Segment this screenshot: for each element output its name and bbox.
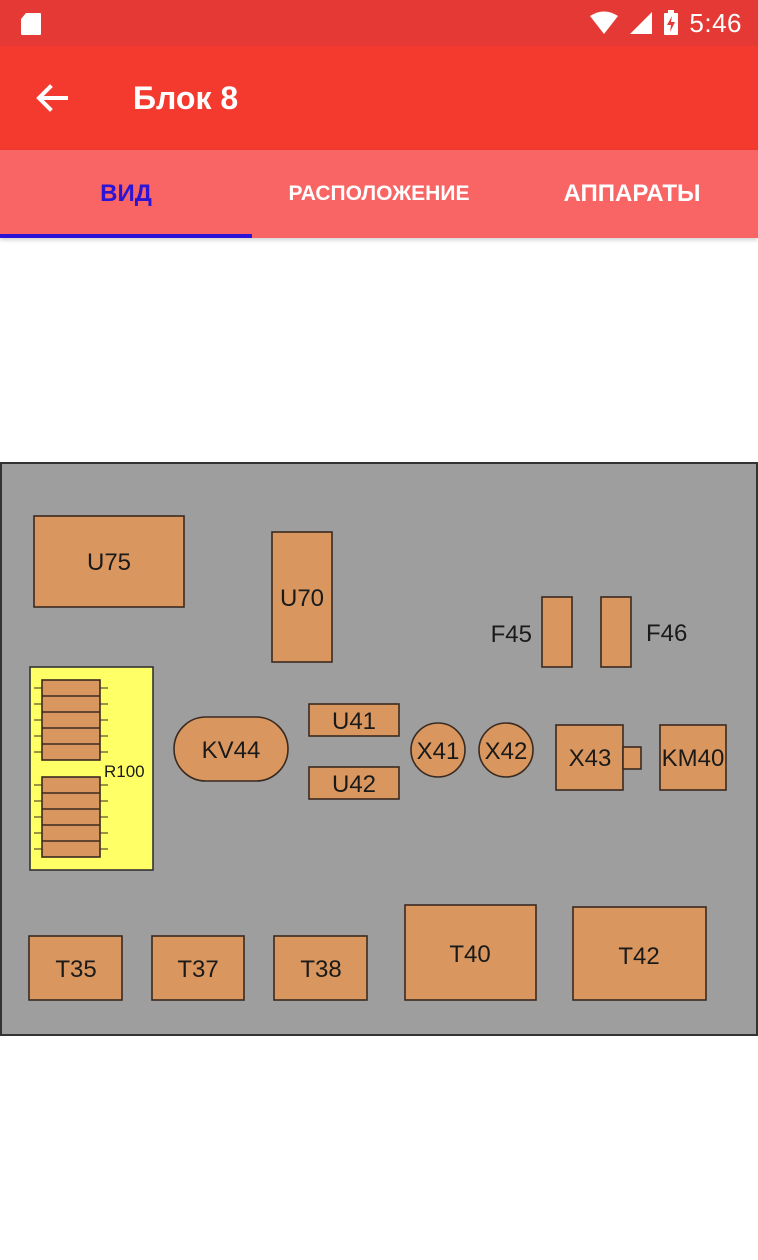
svg-text:U41: U41 [332, 708, 376, 735]
page-title: Блок 8 [133, 80, 239, 116]
svg-text:T42: T42 [618, 943, 659, 970]
tab-indicator [0, 234, 252, 238]
component-T37[interactable]: T37 [151, 935, 245, 1001]
component-T42[interactable]: T42 [572, 906, 707, 1001]
svg-text:F46: F46 [646, 620, 687, 647]
svg-text:KM40: KM40 [662, 745, 725, 772]
tab-location-label: Расположение [288, 182, 470, 205]
svg-text:T35: T35 [55, 956, 96, 983]
cell-signal-icon [630, 12, 653, 34]
svg-text:U75: U75 [87, 549, 131, 576]
component-U70[interactable]: U70 [271, 531, 333, 663]
status-time: 5:46 [689, 7, 742, 38]
component-T38[interactable]: T38 [273, 935, 368, 1001]
app-bar: Блок 8 [0, 46, 758, 150]
tab-view[interactable]: Вид [0, 150, 252, 238]
component-U41[interactable]: U41 [308, 703, 400, 737]
component-T35[interactable]: T35 [28, 935, 123, 1001]
component-F45[interactable]: F45 [491, 596, 573, 668]
arrow-back-icon[interactable] [32, 78, 72, 118]
component-T40[interactable]: T40 [404, 904, 537, 1001]
component-X43[interactable]: X43 [555, 724, 642, 791]
svg-text:X42: X42 [485, 738, 528, 765]
svg-text:U70: U70 [280, 585, 324, 612]
component-F46[interactable]: F46 [600, 596, 687, 668]
resistor-pack-top [34, 679, 108, 761]
component-U75[interactable]: U75 [33, 515, 185, 608]
svg-text:F45: F45 [491, 621, 532, 648]
component-U42[interactable]: U42 [308, 766, 400, 800]
component-R100[interactable]: R100 [29, 666, 154, 871]
svg-text:R100: R100 [104, 762, 145, 781]
component-KV44[interactable]: KV44 [173, 716, 289, 782]
svg-text:T38: T38 [300, 956, 341, 983]
component-X41[interactable]: X41 [410, 722, 466, 778]
svg-text:X41: X41 [417, 738, 460, 765]
block-diagram: U75 U70 F45 F46 [0, 462, 758, 1036]
tab-view-label: Вид [100, 180, 152, 207]
svg-text:T37: T37 [177, 956, 218, 983]
tab-devices-label: Аппараты [563, 180, 701, 207]
svg-text:X43: X43 [569, 745, 612, 772]
sd-card-icon [21, 13, 41, 35]
component-X42[interactable]: X42 [478, 722, 534, 778]
tab-bar: Вид Расположение Аппараты [0, 150, 758, 238]
component-KM40[interactable]: KM40 [659, 724, 727, 791]
wifi-icon [590, 11, 619, 34]
status-bar: 5:46 [0, 0, 758, 46]
svg-text:U42: U42 [332, 771, 376, 798]
resistor-pack-bottom [34, 776, 108, 858]
tab-location[interactable]: Расположение [252, 150, 506, 238]
battery-charging-icon [664, 10, 679, 35]
tab-devices[interactable]: Аппараты [506, 150, 758, 238]
svg-text:KV44: KV44 [202, 737, 261, 764]
svg-text:T40: T40 [449, 941, 490, 968]
